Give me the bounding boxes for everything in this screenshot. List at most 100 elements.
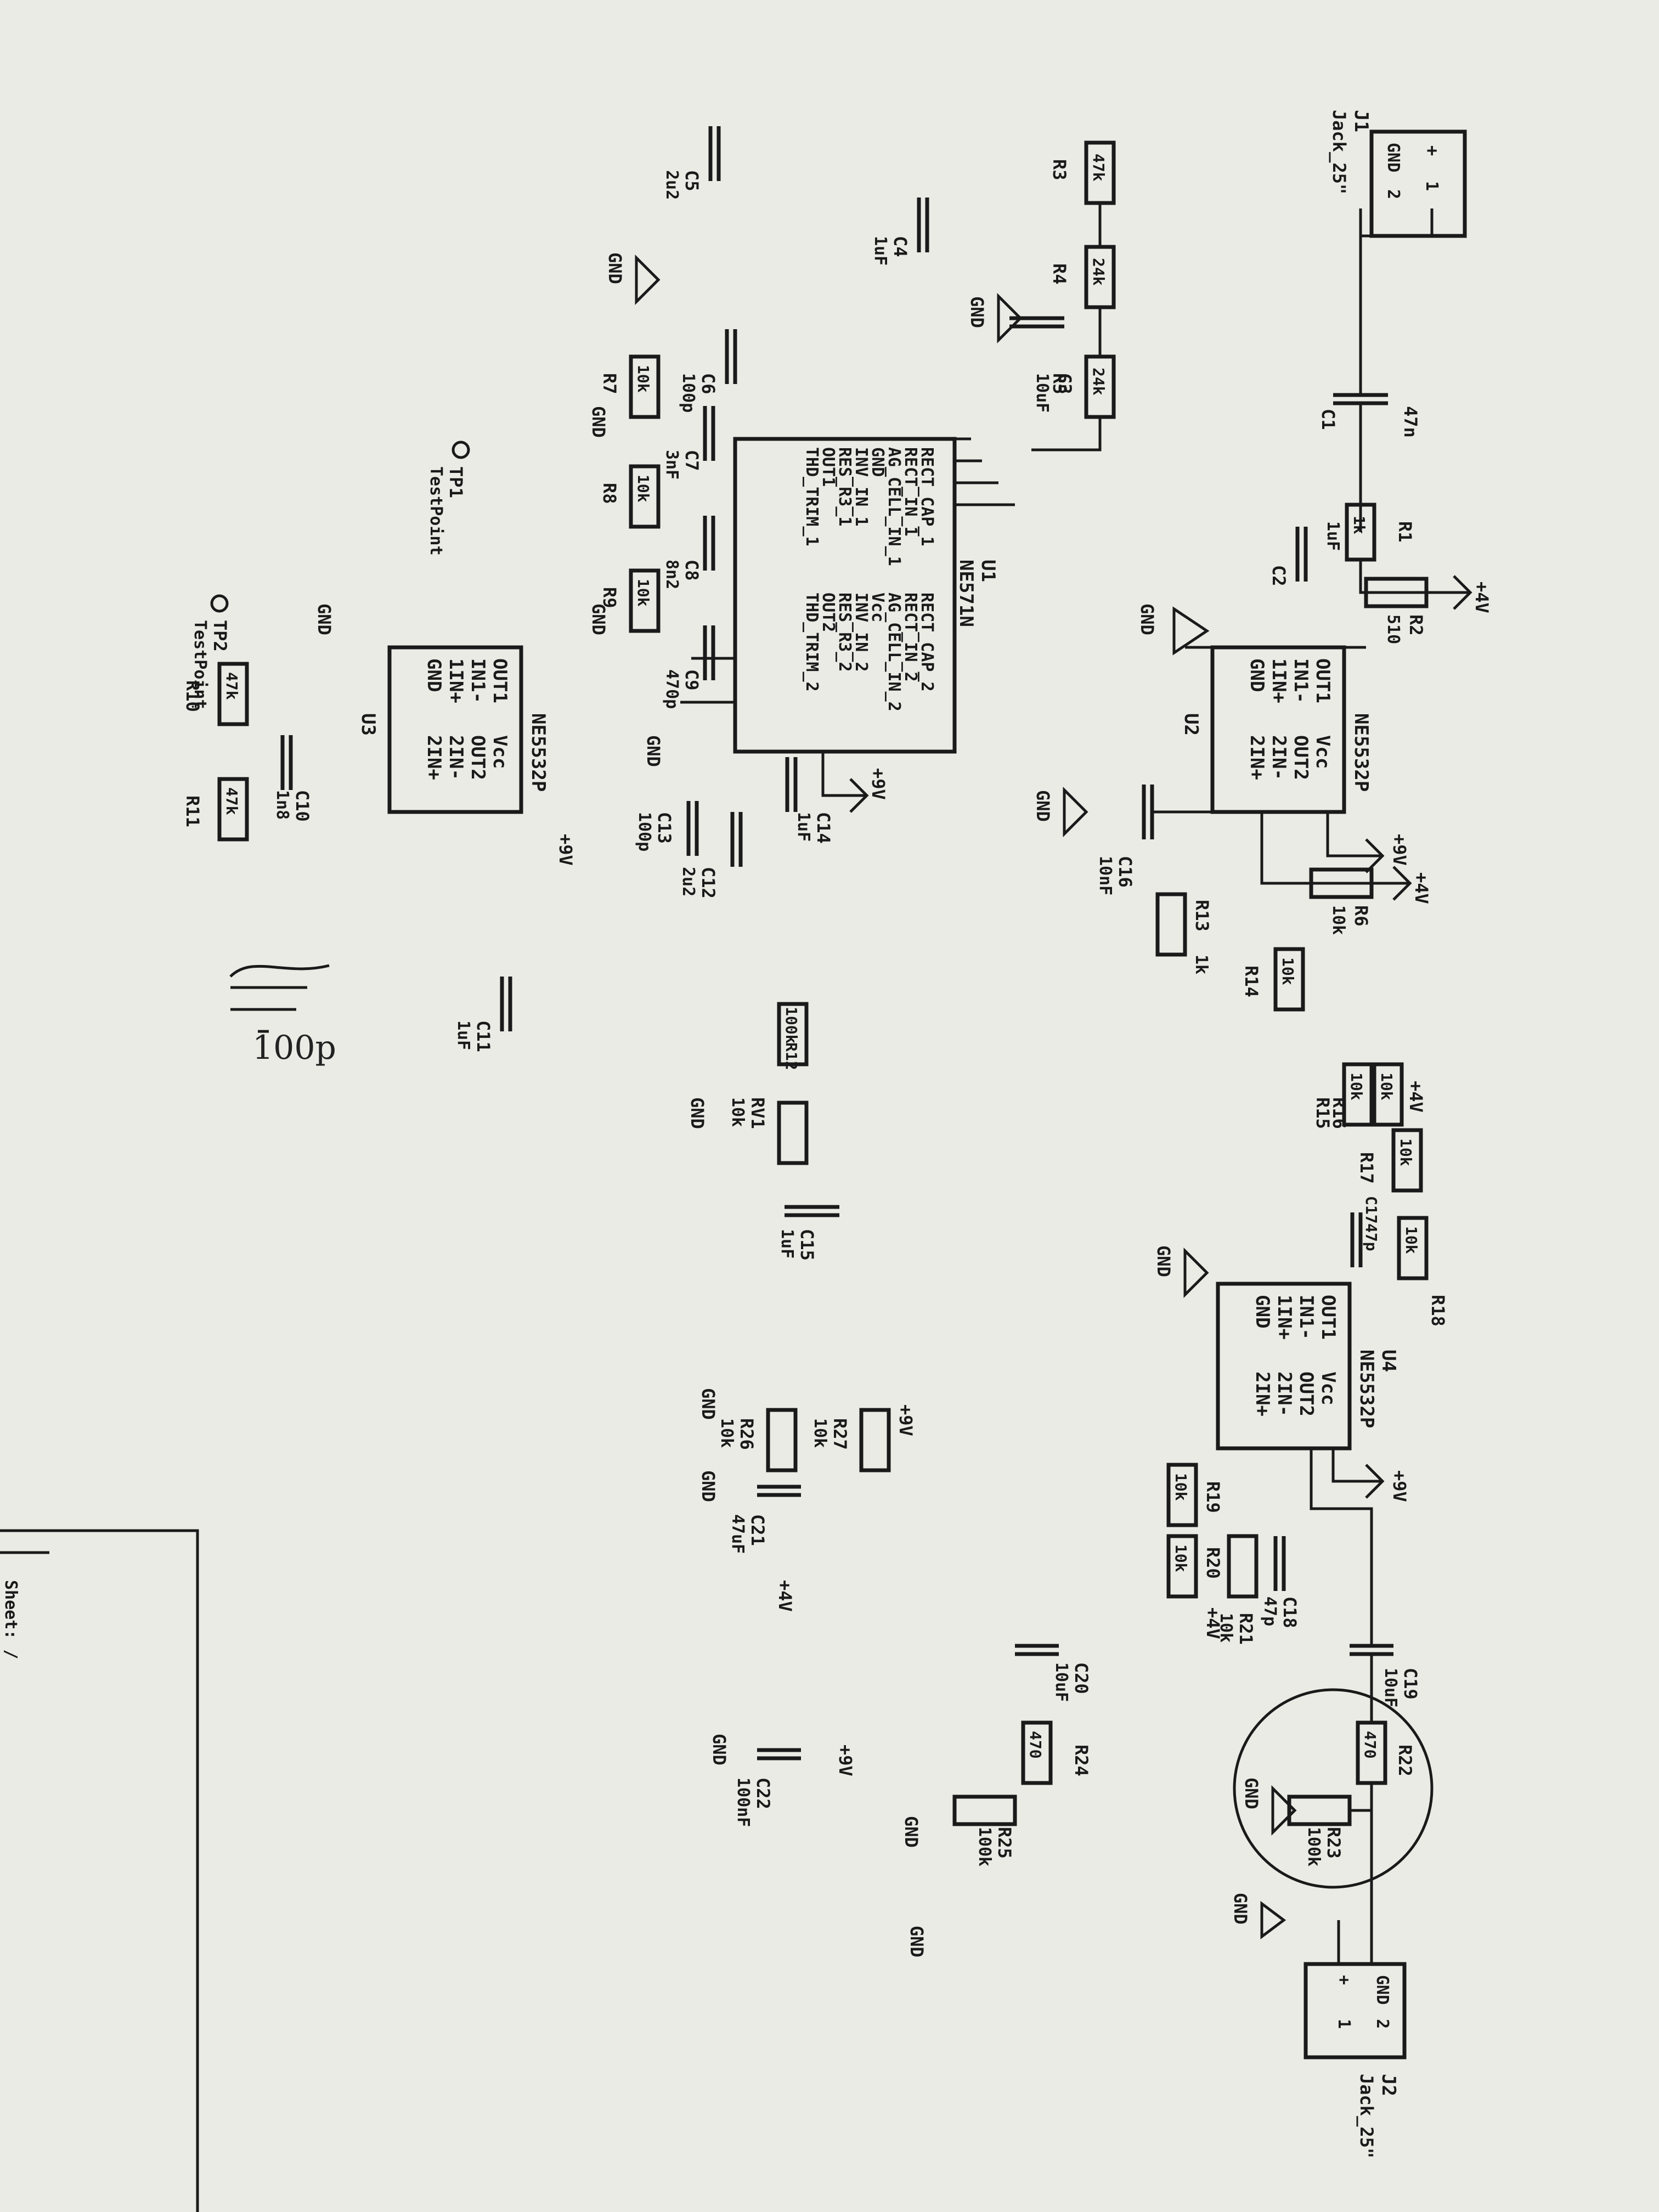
- u1-pin10: OUT2: [819, 592, 838, 632]
- hand-ground: [230, 986, 307, 1033]
- r7-value: 10k: [634, 365, 652, 393]
- c17-ref: C17: [1362, 1196, 1380, 1224]
- r9-value: 10k: [634, 579, 652, 607]
- r5-ref: R5: [1049, 373, 1070, 394]
- c11-plates: [500, 977, 512, 1031]
- r14-value: 10k: [1279, 957, 1297, 985]
- resistor-r16: 10k R16 +4V: [1329, 1062, 1426, 1129]
- r13-value: 1k: [1192, 955, 1211, 974]
- r5-value: 24k: [1090, 368, 1108, 396]
- c9-gnd-label: GND: [588, 603, 609, 635]
- j2-ref: J2: [1378, 2074, 1400, 2096]
- u2-left-pin2: IN1-: [1290, 658, 1312, 703]
- capacitor-c18: C18 47p: [1260, 1536, 1300, 1628]
- r13-ref: R13: [1192, 900, 1212, 932]
- u1-right-pins: RECT_CAP_2 RECT_IN_2 AG_CELL_IN_2 Vcc IN…: [802, 592, 936, 712]
- r17-value: 10k: [1397, 1138, 1415, 1166]
- capacitor-c6: C6 100p: [679, 329, 737, 413]
- u4-left-pin2: IN1-: [1295, 1295, 1317, 1340]
- c20-plates: [1015, 1644, 1059, 1656]
- u3-right-pin6: 2IN-: [445, 735, 467, 780]
- c1-ref: C1: [1318, 409, 1339, 430]
- r2-power-arrow: [1426, 575, 1472, 610]
- resistor-r27: R27 10k +9V: [810, 1404, 916, 1472]
- r22-ref: R22: [1395, 1745, 1415, 1776]
- ic-u2: OUT1 IN1- 1IN+ GND Vcc OUT2 2IN- 2IN+ NE…: [1137, 603, 1410, 873]
- r12-value: 100k: [782, 1007, 800, 1044]
- r8-body: [629, 464, 661, 529]
- capacitor-c3: C3 10uF GND: [967, 292, 1075, 413]
- r13-body: [1155, 892, 1187, 957]
- c14-plates: [785, 757, 798, 812]
- r25-body: [952, 1795, 1017, 1826]
- c5-value: 2u2: [662, 170, 681, 200]
- j1-value: Jack_25": [1329, 110, 1350, 194]
- capacitor-c22: C22 100nF +9V GND: [709, 1734, 856, 1827]
- r10-value: 47k: [223, 672, 241, 700]
- r17-ref: R17: [1356, 1152, 1377, 1184]
- r6-ref: R6: [1351, 905, 1372, 927]
- tp1-ref: TP1: [445, 466, 466, 498]
- u4-gnd-symbol: [1183, 1247, 1209, 1299]
- c8-ref: C8: [681, 560, 702, 581]
- r15-value: 10k: [1347, 1073, 1365, 1101]
- c4-plates: [917, 198, 929, 252]
- hand-wire: [229, 964, 330, 978]
- r23-value: 100k: [1304, 1827, 1323, 1866]
- r27-power-label: +9V: [895, 1404, 916, 1436]
- c3-ref: C3: [1054, 373, 1075, 394]
- r6-value: 10k: [1329, 905, 1348, 935]
- r20-ref: R20: [1203, 1547, 1223, 1579]
- resistor-r17: 10k R17: [1356, 1128, 1423, 1193]
- r1-ref: R1: [1395, 521, 1415, 543]
- u3-ref: U3: [357, 713, 379, 736]
- resistor-r14: 10k R14: [1241, 947, 1305, 1012]
- u1-pin15: RECT_IN_2: [901, 592, 920, 682]
- r8-ref: R8: [599, 483, 620, 504]
- u1-pin6: RES_R3_1: [835, 447, 854, 527]
- capacitor-c13: C13 100p GND: [635, 735, 699, 856]
- c16-gnd-label: GND: [1032, 790, 1053, 822]
- r2-power-label: +4V: [1471, 582, 1492, 613]
- c11-value: 1uF: [454, 1020, 473, 1050]
- u2-left-pin1: OUT1: [1312, 658, 1334, 703]
- j1-ref: J1: [1350, 110, 1372, 132]
- c5-gnd-label: GND: [605, 252, 625, 284]
- r23-gnd-symbol: [1271, 1785, 1297, 1836]
- c9-value: 470p: [662, 669, 681, 709]
- c3-gnd-symbol: [997, 292, 1023, 344]
- capacitor-c8: C8 8n2: [662, 516, 715, 589]
- c15-value: 1uF: [777, 1229, 797, 1259]
- resistor-r23: R23 100k GND: [1241, 1778, 1373, 1866]
- j2-wire: [1337, 1810, 1373, 1964]
- c18-ref: C18: [1279, 1596, 1300, 1628]
- c4-ref: C4: [890, 236, 911, 257]
- resistor-r25: R25 100k GND: [901, 1795, 1017, 1866]
- j1-pin-plus: +: [1422, 145, 1443, 156]
- r21-ref: R21: [1235, 1613, 1256, 1645]
- c16-value: 10nF: [1096, 856, 1115, 895]
- c12-plates: [730, 812, 743, 867]
- u1-pin8: THD_TRIM_1: [802, 447, 821, 546]
- r25-ref: R25: [994, 1827, 1015, 1859]
- r16-value: 10k: [1378, 1073, 1396, 1101]
- ic-u3: OUT1 IN1- 1IN+ GND Vcc OUT2 2IN- 2IN+ NE…: [314, 603, 576, 866]
- r20-value: 10k: [1172, 1544, 1190, 1572]
- c5-ref: C5: [681, 170, 702, 191]
- r10-ref: R10: [182, 680, 203, 712]
- c13-gnd-label: GND: [643, 735, 664, 767]
- capacitor-c9: C9 470p GND: [588, 603, 715, 709]
- capacitor-c7: C7 3nF GND: [588, 406, 715, 479]
- r11-ref: R11: [182, 795, 203, 827]
- u1-left-pins: RECT_CAP_1 RECT_IN_1 AG_CELL_IN_1 GND IN…: [802, 447, 936, 566]
- r9-ref: R9: [599, 587, 620, 608]
- r20-body: [1166, 1534, 1198, 1599]
- c13-value: 100p: [635, 812, 654, 851]
- r12-body: [777, 1002, 809, 1066]
- r14-ref: R14: [1241, 966, 1262, 997]
- u4-right-pin8: Vcc: [1317, 1372, 1339, 1405]
- resistor-r2: R2 510 +4V: [1359, 560, 1492, 644]
- u4-right-pin5: 2IN+: [1251, 1372, 1273, 1417]
- capacitor-c2: C2 1uF: [1268, 521, 1342, 586]
- u2-body: [1210, 645, 1346, 814]
